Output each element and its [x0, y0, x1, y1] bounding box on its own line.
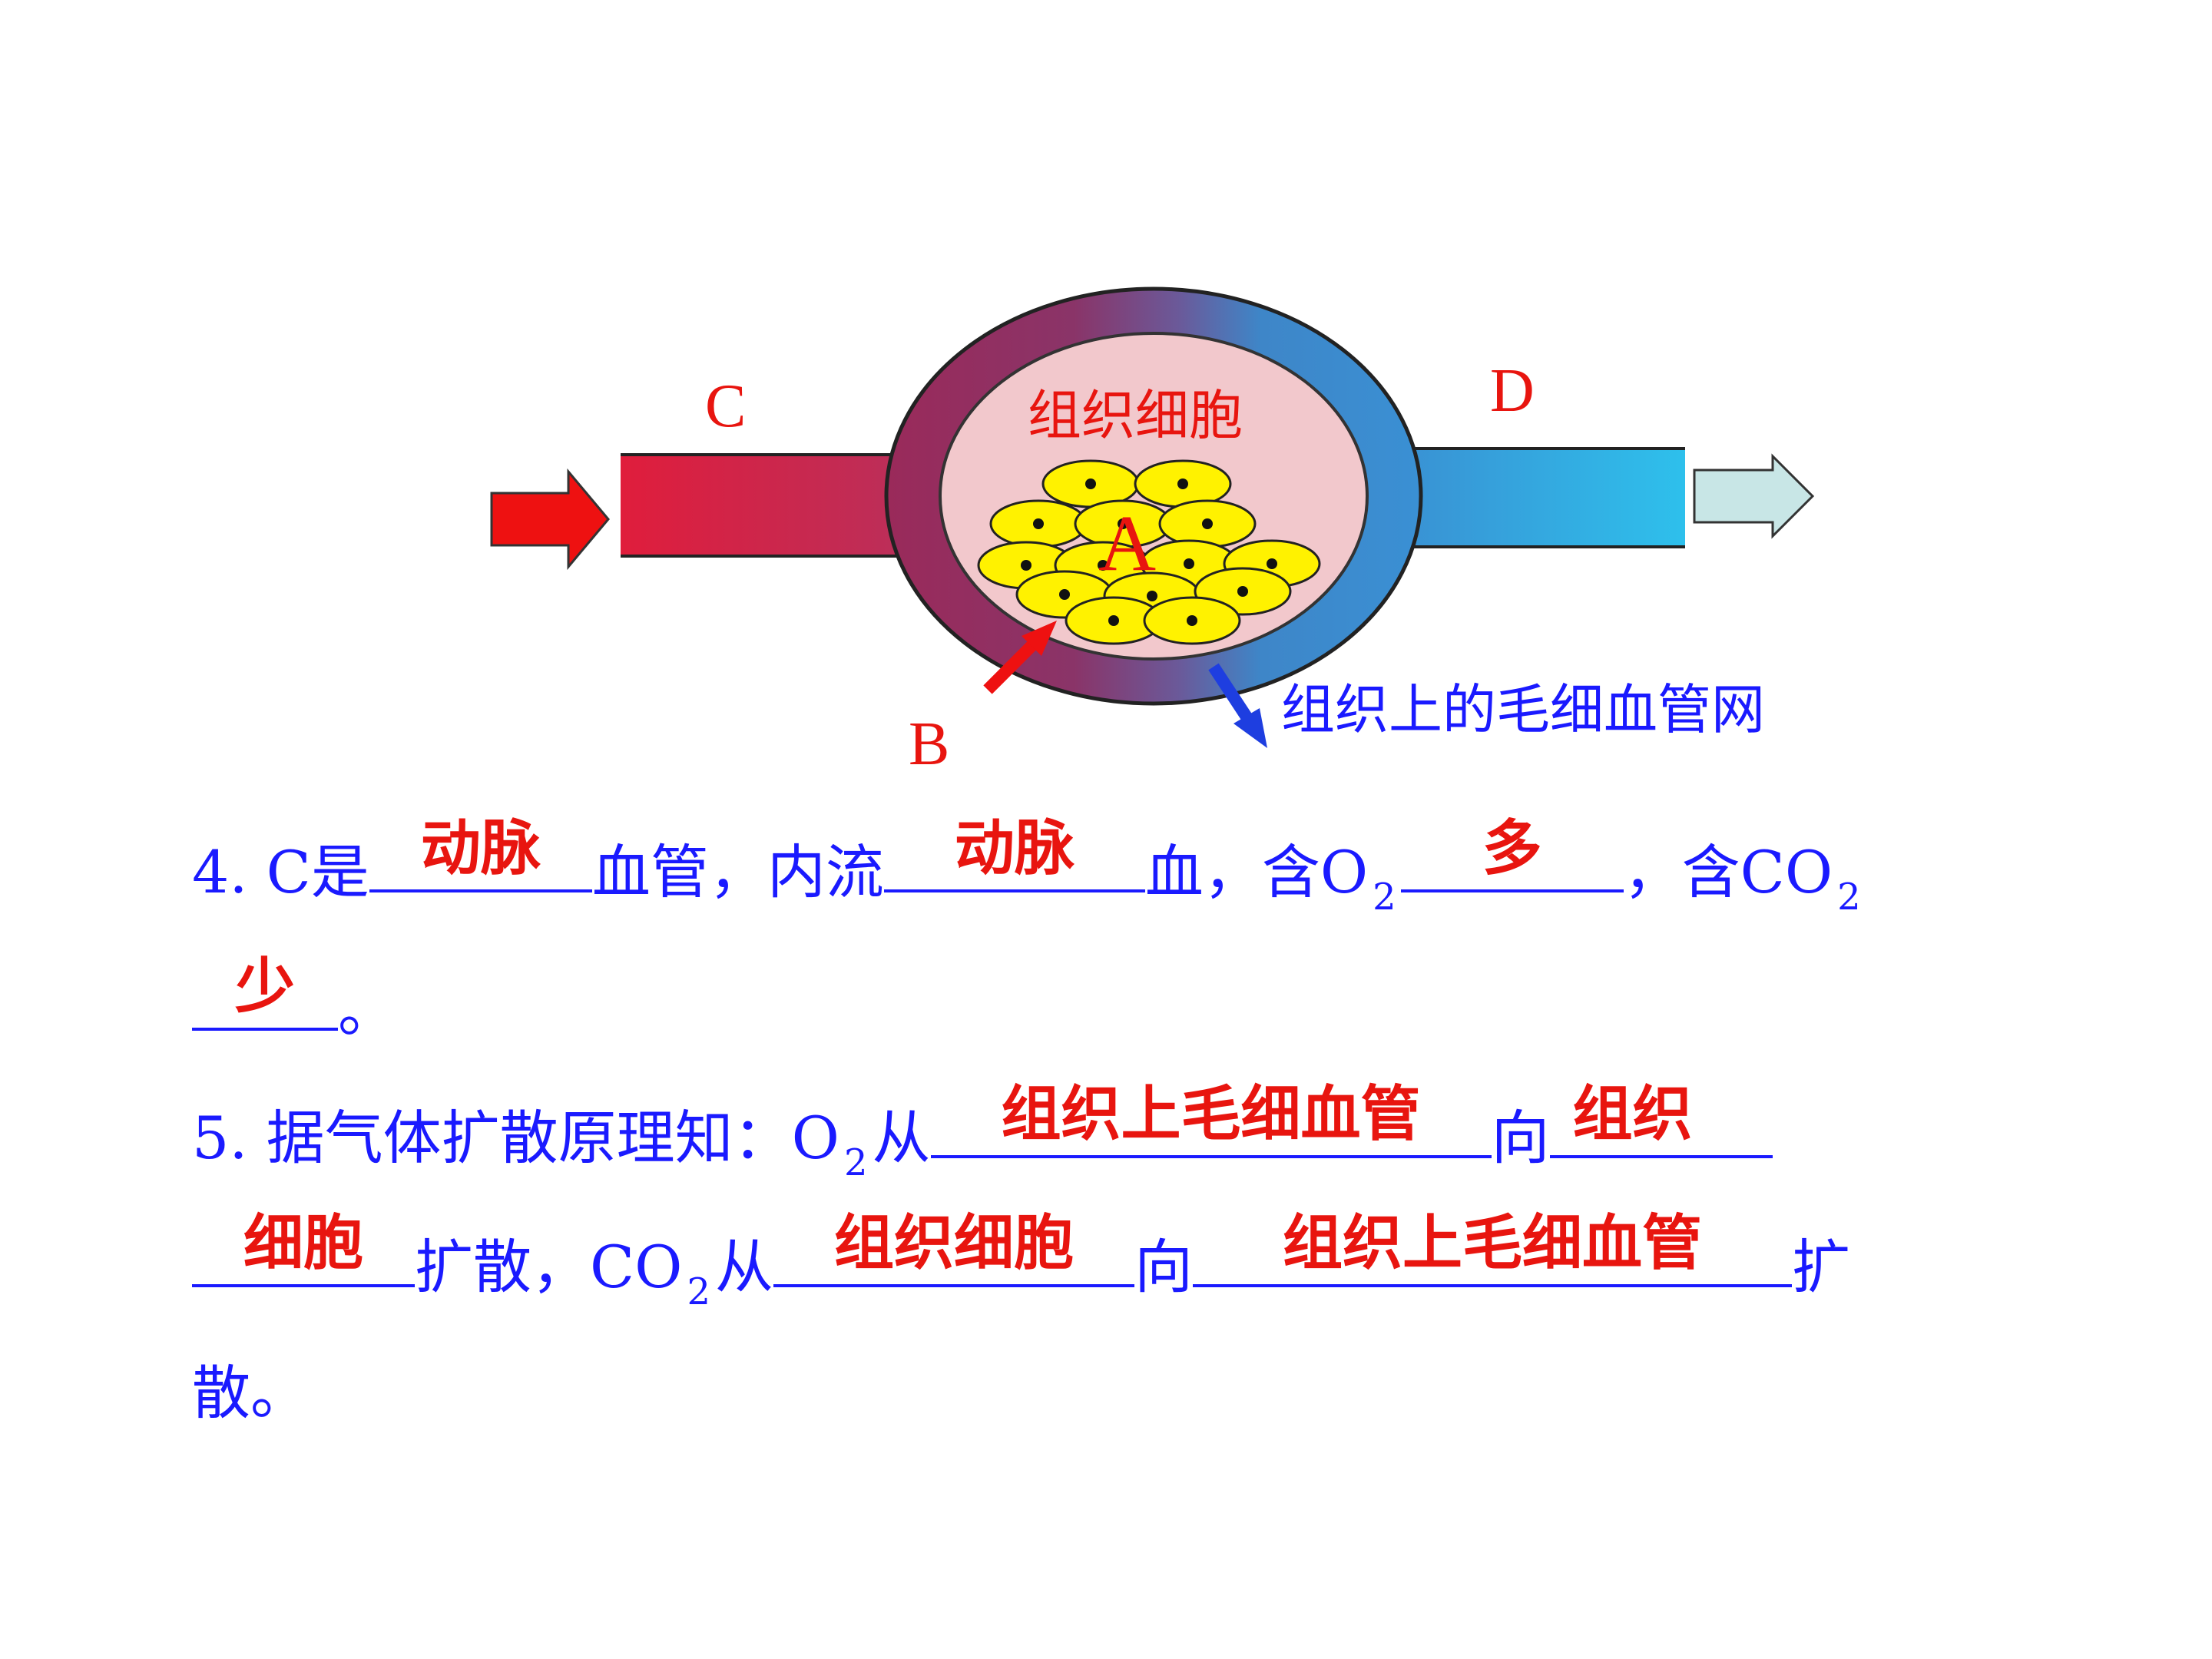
cell-nucleus	[1085, 478, 1096, 489]
pointer-b-arrow	[983, 639, 1038, 694]
q5-text-5: 向	[1134, 1233, 1194, 1301]
q5-prefix: 5. 据气体扩散原理知：O	[192, 1104, 839, 1172]
q4-blank-3: 多	[1400, 819, 1624, 892]
q5-blank-1: 组织上毛细血管	[930, 1084, 1492, 1158]
label-d: D	[1490, 357, 1535, 425]
q5-text-3: 扩散，CO	[415, 1233, 683, 1301]
question-4-line-2: 少。	[192, 957, 2112, 1040]
cell-nucleus	[1177, 478, 1188, 489]
cell-nucleus	[1187, 615, 1197, 626]
q5-answer-3: 组织细胞	[834, 1209, 1075, 1278]
cell-nucleus	[1202, 518, 1213, 529]
tissue-cell-label: 组织细胞	[1028, 384, 1243, 447]
q5-sub-1: 2	[843, 1141, 868, 1184]
tissue-cells	[977, 459, 1321, 645]
vein-tube	[1390, 449, 1685, 547]
q4-text-3: ，含CO	[1623, 838, 1833, 906]
q5-text-1: 从	[872, 1104, 931, 1172]
q5-answer-1: 组织上毛细血管	[1001, 1080, 1421, 1149]
q5-answer-4: 组织上毛细血管	[1283, 1209, 1703, 1278]
q5-answer-2-part-1: 组织	[1572, 1080, 1693, 1149]
cell-nucleus	[1267, 558, 1277, 569]
cell-nucleus	[1059, 589, 1070, 600]
q4-sub-2: 2	[1837, 876, 1861, 919]
cell-nucleus	[1033, 518, 1044, 529]
question-5-line-3: 散。	[192, 1364, 2112, 1422]
q4-text-2: 血，含O	[1144, 838, 1369, 906]
cell-nucleus	[1118, 518, 1128, 529]
q5-blank-3: 组织细胞	[773, 1214, 1135, 1287]
q4-text-1: 血管，内流	[591, 838, 884, 906]
blood-in-arrow	[490, 468, 610, 571]
q4-blank-4: 少	[192, 957, 338, 1031]
cell-nucleus	[1108, 615, 1119, 626]
circulation-diagram: C D A B 组织细胞 组织上的毛细血管网	[490, 286, 1815, 778]
capillary-network-label: 组织上的毛细血管网	[1281, 678, 1765, 741]
q4-blank-2: 动脉	[883, 819, 1145, 892]
q5-text-7: 散。	[192, 1359, 309, 1427]
q4-prefix: 4. C是	[192, 838, 369, 906]
cell-nucleus	[1184, 558, 1194, 569]
cell-nucleus	[1098, 560, 1108, 571]
q5-sub-2: 2	[687, 1270, 711, 1313]
label-b: B	[909, 710, 949, 778]
q4-answer-3: 多	[1482, 814, 1542, 883]
artery-tube	[621, 455, 928, 556]
q4-blank-1: 动脉	[369, 819, 592, 892]
q4-text-4: 。	[338, 976, 396, 1045]
cell-nucleus	[1237, 586, 1248, 597]
pointer-network-arrow	[1208, 663, 1254, 724]
q5-text-6: 扩	[1792, 1233, 1851, 1301]
q4-sub-1: 2	[1373, 876, 1396, 919]
q5-blank-2b: 细胞	[192, 1214, 415, 1287]
q5-blank-4: 组织上毛细血管	[1193, 1214, 1793, 1287]
cell-nucleus	[1021, 560, 1031, 571]
blood-out-arrow	[1693, 453, 1815, 539]
cell-nucleus	[1147, 591, 1157, 601]
q5-answer-2-part-2: 细胞	[243, 1209, 363, 1278]
q5-text-2: 向	[1491, 1104, 1550, 1172]
q4-answer-2: 动脉	[954, 814, 1075, 883]
q5-blank-2a: 组织	[1549, 1084, 1773, 1158]
label-a: A	[1098, 499, 1156, 588]
label-c: C	[705, 373, 746, 440]
q4-answer-1: 动脉	[420, 814, 541, 883]
q4-answer-4: 少	[234, 952, 295, 1022]
q5-text-4: 从	[715, 1233, 774, 1301]
